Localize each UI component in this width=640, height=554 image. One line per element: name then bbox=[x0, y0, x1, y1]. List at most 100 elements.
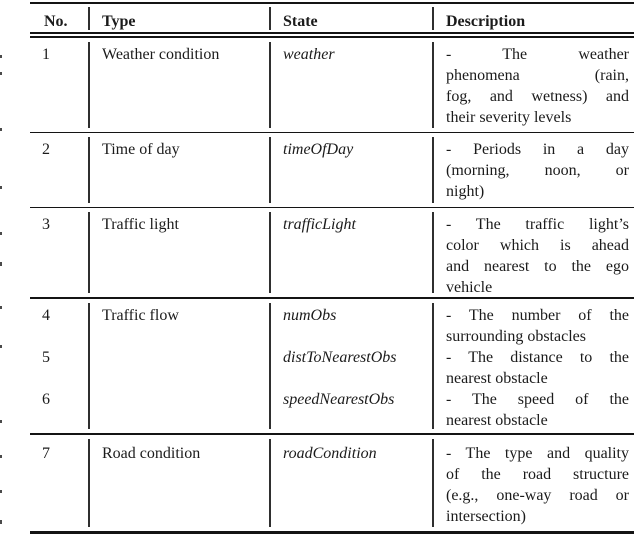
description-line: - The speed of the bbox=[446, 390, 629, 408]
column-divider bbox=[432, 41, 434, 128]
description-line: phenomena (rain, bbox=[446, 66, 629, 84]
row-description: - The weather phenomena (rain, fog, and … bbox=[432, 38, 634, 132]
row-number: 6 bbox=[42, 390, 50, 408]
description-line: - The traffic light’s bbox=[446, 216, 629, 234]
description-line: color which is ahead bbox=[446, 237, 629, 255]
column-divider bbox=[269, 7, 271, 30]
description-line: vehicle bbox=[446, 279, 493, 297]
row-state: speedNearestObs bbox=[283, 390, 395, 408]
column-divider bbox=[432, 137, 434, 203]
header-rule-thick bbox=[30, 31, 634, 34]
row-type: Weather condition bbox=[102, 45, 220, 63]
row-descriptions: - The number of the surrounding obstacle… bbox=[432, 299, 634, 433]
column-divider bbox=[88, 41, 90, 128]
page-edge-artifact bbox=[0, 455, 2, 458]
description-line: nearest obstacle bbox=[446, 411, 548, 429]
row-number: 7 bbox=[42, 445, 50, 463]
page-edge-artifact bbox=[0, 55, 2, 58]
description-line: - The number of the bbox=[446, 306, 629, 324]
row-separator-rule bbox=[30, 432, 634, 436]
column-divider bbox=[269, 41, 271, 128]
description-line: - Periods in a day bbox=[446, 141, 629, 159]
row-type: Time of day bbox=[102, 141, 180, 159]
column-divider bbox=[432, 7, 434, 30]
row-state: numObs bbox=[283, 306, 337, 324]
column-divider bbox=[88, 439, 90, 527]
row-number: 2 bbox=[42, 141, 50, 159]
row-separator-rule bbox=[30, 131, 634, 134]
row-description: - The number of the surrounding obstacle… bbox=[446, 305, 629, 347]
row-description: - The distance to the nearest obstacle bbox=[446, 347, 629, 389]
table-top-rule bbox=[30, 2, 634, 5]
column-divider bbox=[432, 302, 434, 429]
row-description: - The traffic light’s color which is ahe… bbox=[432, 208, 634, 298]
page-edge-artifact bbox=[0, 186, 2, 189]
description-line: (morning, noon, or bbox=[446, 162, 629, 180]
description-line: of the road structure bbox=[446, 466, 629, 484]
row-number: 3 bbox=[42, 216, 50, 234]
table-row-group: 4 5 6 Traffic flow numObs distToNearestO… bbox=[30, 299, 634, 433]
description-line: fog, and wetness) and bbox=[446, 87, 629, 105]
row-number: 1 bbox=[42, 45, 50, 63]
row-state: trafficLight bbox=[283, 216, 356, 234]
row-states: numObs distToNearestObs speedNearestObs bbox=[269, 299, 432, 433]
row-description: - The speed of the nearest obstacle bbox=[446, 389, 629, 431]
column-divider bbox=[88, 7, 90, 30]
header-rule-thin bbox=[30, 36, 634, 38]
header-type: Type bbox=[102, 13, 136, 31]
table-row: 1 Weather condition weather - The weathe… bbox=[30, 38, 634, 132]
column-divider bbox=[88, 212, 90, 293]
description-line: (e.g., one-way road or bbox=[446, 487, 629, 505]
description-line: nearest obstacle bbox=[446, 369, 548, 387]
description-line: - The distance to the bbox=[446, 348, 629, 366]
row-description: - Periods in a day (morning, noon, or ni… bbox=[432, 133, 634, 207]
row-state: roadCondition bbox=[283, 445, 377, 463]
description-line: intersection) bbox=[446, 508, 526, 526]
row-description: - The type and quality of the road struc… bbox=[432, 435, 634, 531]
row-numbers: 4 5 6 bbox=[30, 299, 88, 433]
column-divider bbox=[432, 439, 434, 527]
description-line: their severity levels bbox=[446, 108, 572, 126]
table-header-row: No. Type State Description bbox=[30, 4, 634, 32]
description-line: - The weather bbox=[446, 45, 629, 63]
column-divider bbox=[88, 137, 90, 203]
row-type: Traffic flow bbox=[102, 306, 179, 324]
row-number: 5 bbox=[42, 348, 50, 366]
description-line: - The type and quality bbox=[446, 445, 629, 463]
table-bottom-rule bbox=[30, 530, 634, 535]
row-number: 4 bbox=[42, 306, 50, 324]
page-edge-artifact bbox=[0, 345, 2, 348]
page-edge-artifact bbox=[0, 520, 2, 524]
column-divider bbox=[269, 439, 271, 527]
page-edge-artifact bbox=[0, 232, 2, 235]
row-separator-rule bbox=[30, 206, 634, 209]
column-divider bbox=[88, 302, 90, 429]
column-divider bbox=[432, 212, 434, 293]
page-edge-artifact bbox=[0, 490, 2, 493]
page-edge-artifact bbox=[0, 306, 2, 309]
state-variables-table: No. Type State Description 1 Weather con… bbox=[30, 2, 634, 535]
header-state: State bbox=[283, 13, 318, 31]
header-no: No. bbox=[44, 13, 68, 31]
row-type: Road condition bbox=[102, 445, 201, 463]
description-line: and nearest to the ego bbox=[446, 258, 629, 276]
row-state: distToNearestObs bbox=[283, 348, 397, 366]
page-edge-artifact bbox=[0, 72, 2, 75]
table-row: 3 Traffic light trafficLight - The traff… bbox=[30, 208, 634, 297]
page-edge-artifact bbox=[0, 262, 2, 266]
header-rule-gap bbox=[30, 33, 634, 37]
table-row: 2 Time of day timeOfDay - Periods in a d… bbox=[30, 133, 634, 207]
row-state: timeOfDay bbox=[283, 141, 354, 159]
description-line: surrounding obstacles bbox=[446, 327, 586, 345]
row-separator-rule bbox=[30, 296, 634, 299]
row-state: weather bbox=[283, 45, 335, 63]
description-line: night) bbox=[446, 183, 485, 201]
column-divider bbox=[269, 302, 271, 429]
row-type: Traffic light bbox=[102, 216, 179, 234]
header-description: Description bbox=[446, 13, 526, 31]
table-row: 7 Road condition roadCondition - The typ… bbox=[30, 435, 634, 531]
column-divider bbox=[269, 212, 271, 293]
column-divider bbox=[269, 137, 271, 203]
page-edge-artifact bbox=[0, 420, 2, 423]
